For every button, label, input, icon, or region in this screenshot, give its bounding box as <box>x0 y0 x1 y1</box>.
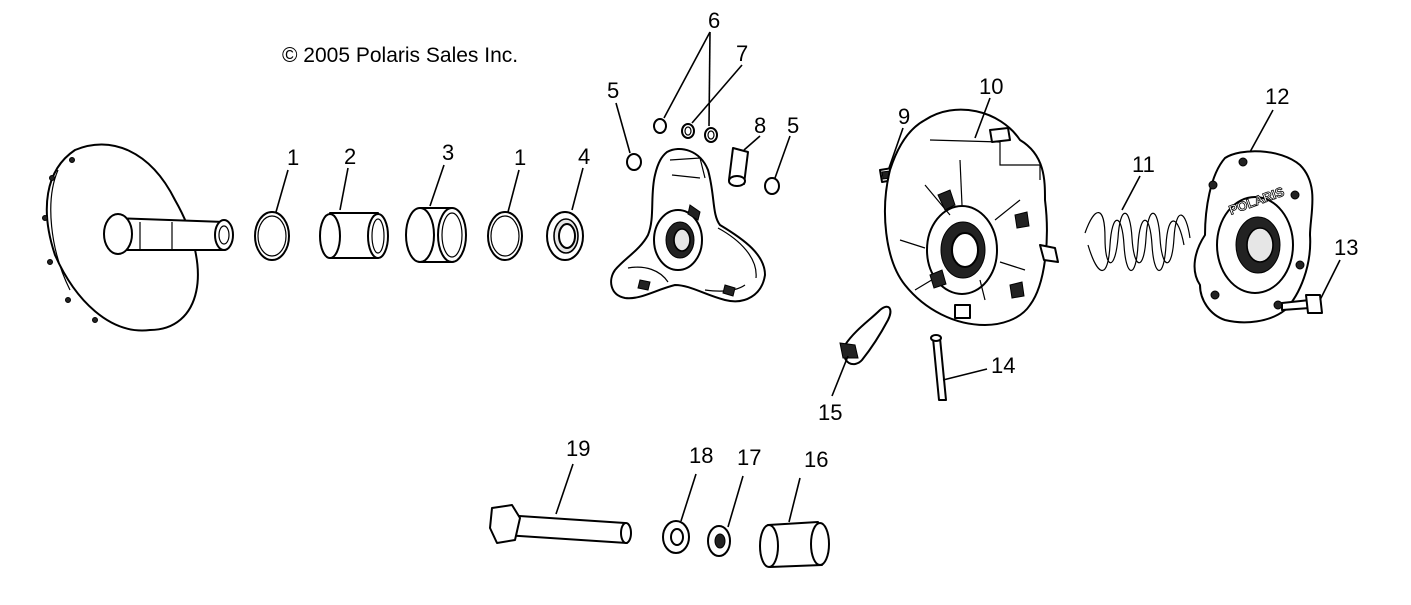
part-11-spring <box>1084 212 1191 271</box>
leader-lines <box>275 31 1341 528</box>
label-16: 16 <box>804 447 828 472</box>
stationary-sheave-with-shaft <box>42 143 234 332</box>
label-10: 10 <box>979 74 1003 99</box>
label-8: 8 <box>754 113 766 138</box>
label-9: 9 <box>898 104 910 129</box>
part-5-roller <box>626 153 642 171</box>
label-11: 11 <box>1132 152 1155 177</box>
part-12-cover: POLARIS <box>1193 150 1314 324</box>
part-3-bushing <box>405 207 467 263</box>
label-4: 4 <box>578 144 590 169</box>
part-19-bolt <box>489 504 632 544</box>
label-1a: 1 <box>287 145 299 170</box>
part-4-washer <box>546 211 584 261</box>
part-1-ring-second <box>487 211 523 261</box>
part-13-bolt <box>1281 294 1323 314</box>
label-19: 19 <box>566 436 590 461</box>
label-15: 15 <box>818 400 842 425</box>
label-2: 2 <box>344 144 356 169</box>
part-10-moveable-sheave <box>884 108 1059 326</box>
part-17-washer <box>707 525 731 557</box>
label-1b: 1 <box>514 145 526 170</box>
label-13: 13 <box>1334 235 1358 260</box>
copyright-notice: © 2005 Polaris Sales Inc. <box>282 44 519 67</box>
part-8-pin <box>728 147 749 187</box>
label-17: 17 <box>737 445 761 470</box>
part-15-weight <box>839 305 892 366</box>
part-14-pin <box>930 334 947 401</box>
label-12: 12 <box>1265 84 1289 109</box>
label-5a: 5 <box>607 78 619 103</box>
part-6-bushings <box>653 118 695 139</box>
label-3: 3 <box>442 140 454 165</box>
part-7-washer <box>704 127 718 143</box>
label-14: 14 <box>991 353 1015 378</box>
label-5b: 5 <box>787 113 799 138</box>
spider-assembly <box>610 148 766 303</box>
part-2-bushing <box>319 212 389 259</box>
part-5-roller-second <box>764 177 780 195</box>
label-7: 7 <box>736 41 748 66</box>
part-1-ring <box>254 211 290 261</box>
label-18: 18 <box>689 443 713 468</box>
label-6: 6 <box>708 8 720 33</box>
part-18-washer <box>662 520 690 554</box>
part-16-bushing <box>759 521 830 568</box>
